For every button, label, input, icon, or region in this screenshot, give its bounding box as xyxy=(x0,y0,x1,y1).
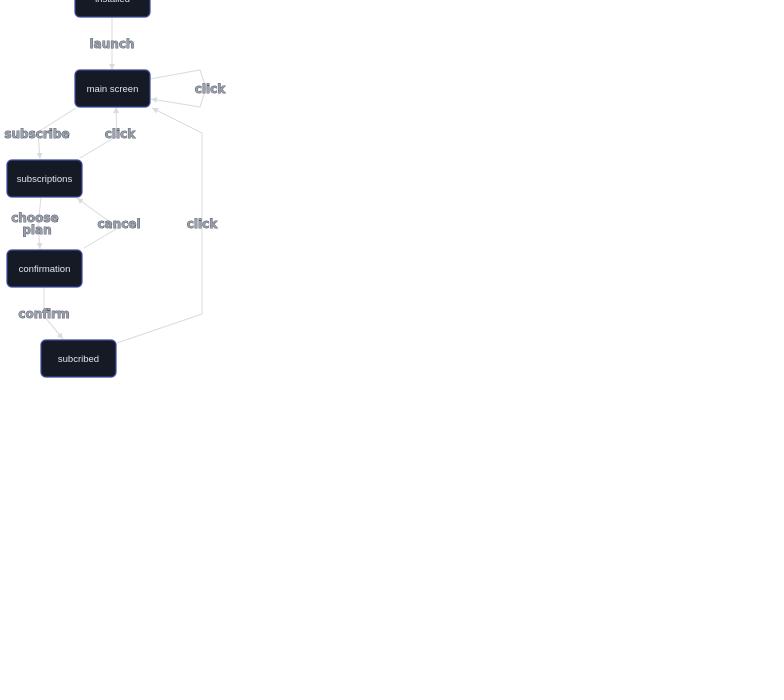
edge-label-choose-plan-line-2: plan xyxy=(22,223,51,237)
node-installed: installed xyxy=(74,0,151,18)
node-subscriptions: subscriptions xyxy=(6,159,83,198)
edge-main-self-click xyxy=(149,69,207,108)
node-label-subscribed: subcribed xyxy=(58,354,99,365)
edge-cancel xyxy=(76,197,119,249)
edge-label-subs-click: click xyxy=(105,127,136,141)
edge-label-cancel: cancel xyxy=(97,217,140,231)
edge-labels: launch click subscribe click choose plan… xyxy=(4,37,227,322)
node-label-confirmation: confirmation xyxy=(19,264,71,275)
edge-label-choose-plan-line-1: choose xyxy=(11,211,58,225)
node-confirmation: confirmation xyxy=(6,249,83,288)
node-main-screen: main screen xyxy=(74,69,151,108)
node-label-main-screen: main screen xyxy=(87,84,139,95)
edge-label-launch: launch xyxy=(90,37,135,51)
edge-choose-plan xyxy=(36,197,43,250)
edge-subs-to-main-click xyxy=(79,106,120,159)
node-subscribed: subcribed xyxy=(40,339,117,378)
edge-label-choose-plan: choose plan xyxy=(11,211,63,237)
edges xyxy=(36,17,207,344)
edge-subscribed-to-main-click xyxy=(116,107,203,344)
node-label-subscriptions: subscriptions xyxy=(17,174,73,185)
edge-label-confirm: confirm xyxy=(18,307,69,321)
edge-confirm xyxy=(43,287,64,340)
node-label-installed: installed xyxy=(95,0,130,5)
edge-label-self-click: click xyxy=(195,82,226,96)
edge-label-subscribe: subscribe xyxy=(4,127,69,141)
edge-label-subscribed-click: click xyxy=(187,217,218,231)
edge-subscribe xyxy=(36,107,77,160)
